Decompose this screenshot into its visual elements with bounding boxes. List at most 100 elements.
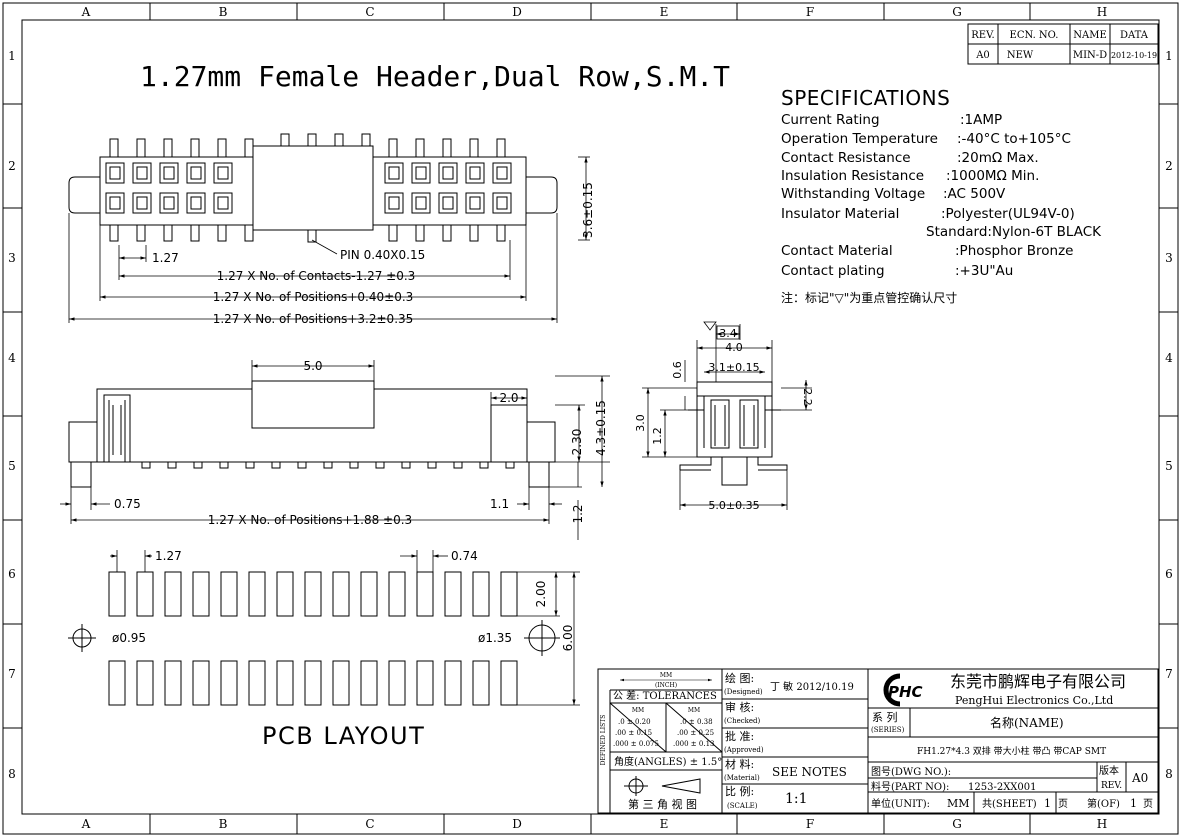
contact-cavities [105,162,512,214]
col-label-bottom: H [1097,817,1107,831]
col-label-top: F [806,5,814,19]
title-block-text: MM (INCH) 公 差: TOLERANCES MM MM .0 ± 0.2… [600,671,854,811]
dim-pcb-pitch: 1.27 [155,549,182,563]
dim-pitch: 1.27 [152,251,179,265]
pcb-pads-lower [108,660,518,706]
row-label-left: 4 [8,351,16,365]
row-label-left: 1 [8,49,16,63]
spec-value: :+3U"Au [955,263,1013,279]
rev-header: REV. [971,30,994,41]
spec-label: Insulation Resistance [781,168,924,184]
designed-value: 丁 敏 2012/10.19 [770,680,854,693]
revision-block: REV. ECN. NO. NAME DATA A0 NEW MIN-D 201… [967,23,1159,65]
pcb-layout-label: PCB LAYOUT [262,722,425,750]
dim-2-30: 2.30 [570,429,584,456]
dim-1-2: 1.2 [571,504,585,523]
spec-label: Withstanding Voltage [781,186,925,202]
company-name-cn: 东莞市鹏辉电子有限公司 [950,672,1126,691]
units-inch: (INCH) [655,682,677,689]
dim-4-0: 4.0 [725,341,743,354]
of-label: 第(OF) [1087,797,1120,810]
border-labels: A B C D E F G H A B C D E F G H 1 2 3 4 … [8,5,1173,831]
spec-value: :1000MΩ Min. [946,168,1039,184]
rev-en: REV. [1101,781,1122,791]
side-view-dims: 5.0 2.0 2.30 4.3±0.15 1.2 0.75 1.1 1.27 … [114,359,608,527]
col-label-top: H [1097,5,1107,19]
unit-value: MM [947,797,970,810]
dim-positions-a: 1.27 X No. of Positions+0.40±0.3 [213,290,414,304]
col-label-top: D [512,5,522,19]
material-value: SEE NOTES [772,765,847,779]
scale-value: 1:1 [785,791,808,807]
col-label-top: G [952,5,962,19]
row-label-left: 3 [8,251,16,265]
specifications: SPECIFICATIONS Current Rating :1AMP Oper… [781,86,1102,305]
row-label-left: 7 [8,667,16,681]
angles-label: 角度(ANGLES) ± 1.5° [614,755,722,768]
logo-text: PHC [888,683,923,701]
dim-3-4: 3.4 [719,327,737,340]
dim-2-0: 2.0 [499,391,518,405]
ecn-value: NEW [1007,50,1034,61]
rev-label: 版本 [1099,764,1119,777]
part-label: 料号(PART NO): [871,780,949,793]
dim-positions: 1.27 X No. of Positions+1.88 ±0.3 [208,513,412,527]
top-pins-upper [109,133,506,158]
checked-label: 审 核: [725,700,754,714]
end-view-dims: 3.4 4.0 3.1±0.15 0.6 3.0 1.2 2.2 5.0±0.3… [634,327,814,512]
name-label: 名称(NAME) [990,715,1064,730]
of-suffix: 页 [1143,798,1153,810]
spec-label: Insulator Material [781,206,899,222]
pick-cap [252,145,374,231]
projection-label: 第 三 角 视 图 [628,797,697,811]
pcb-layout-dims: 1.27 0.74 2.00 6.00 ø0.95 ø1.35 PCB LAYO… [112,549,575,750]
spec-heading: SPECIFICATIONS [781,86,950,110]
unit-label: 单位(UNIT): [871,797,930,810]
dim-height: 3.6±0.15 [581,182,595,238]
tol-right: .00 ± 0.25 [677,729,714,737]
spec-note: 注：标记"▽"为重点管控确认尺寸 [781,290,957,305]
tol-left: .000 ± 0.075 [613,740,659,748]
row-label-right: 2 [1165,159,1173,173]
dim-contacts: 1.27 X No. of Contacts-1.27 ±0.3 [217,269,416,283]
col-label-bottom: D [512,817,522,831]
sheet-label: 共(SHEET) [982,798,1037,810]
data-header: DATA [1120,30,1149,41]
material-label: 材 料: [725,757,754,771]
dim-1-1: 1.1 [490,497,509,511]
dim-pin: PIN 0.40X0.15 [340,248,425,262]
approved-en: (Approved) [724,746,764,754]
series-label: 系 列 [872,710,898,724]
dim-2-2: 2.2 [801,388,814,406]
company-name-en: PengHui Electronics Co.,Ltd [955,694,1113,707]
of-value: 1 [1130,797,1137,810]
rev-value: A0 [975,50,990,61]
sheet-value: 1 [1044,797,1051,810]
row-label-right: 8 [1165,767,1173,781]
dim-hole-large: ø1.35 [478,631,512,645]
tol-right: .0 ± 0.38 [680,718,713,726]
units-mm: MM [660,672,672,679]
tol-left: .00 ± 0.15 [615,729,652,737]
spec-value: :-40°C to+105°C [957,131,1071,147]
tol-header-right: MM [688,707,700,714]
checked-en: (Checked) [724,717,761,725]
scale-label: 比 例: [725,784,754,798]
end-view [642,321,812,510]
top-view-dims: 3.6±0.15 1.27 PIN 0.40X0.15 1.27 X No. o… [152,182,595,326]
scale-en: (SCALE) [727,802,758,810]
tolerances-label: 公 差: TOLERANCES [613,689,717,702]
dwg-label: 图号(DWG NO.): [871,766,951,778]
pcb-pads-upper [108,571,518,617]
col-label-bottom: A [81,817,91,831]
col-label-bottom: E [660,817,669,831]
row-label-left: 2 [8,159,16,173]
sheet-suffix: 页 [1058,798,1068,810]
col-label-bottom: C [365,817,374,831]
name-header: NAME [1073,30,1107,41]
row-label-right: 6 [1165,567,1173,581]
col-label-bottom: F [806,817,814,831]
dim-pad-width: 0.74 [451,549,478,563]
dim-3-1: 3.1±0.15 [708,361,759,374]
